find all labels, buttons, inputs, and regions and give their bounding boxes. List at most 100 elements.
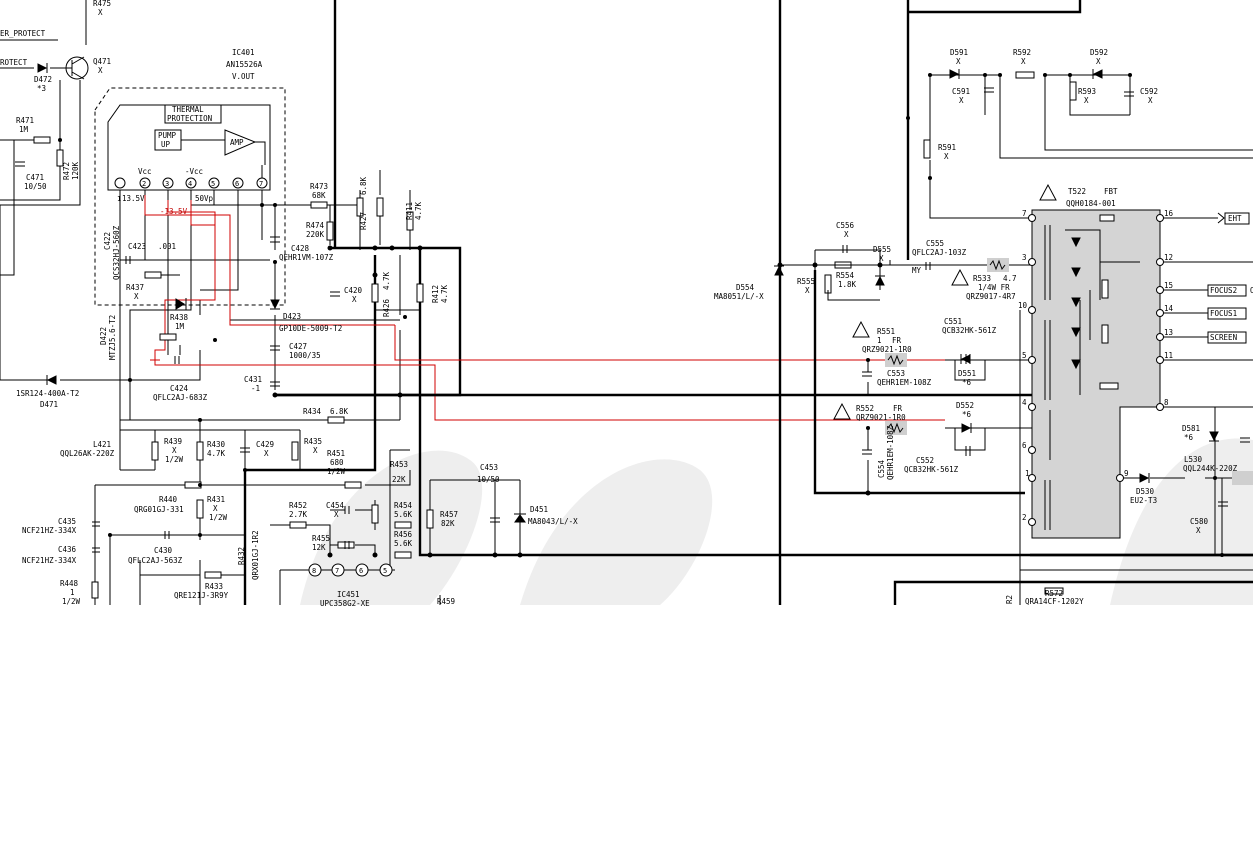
label-d423: D423 xyxy=(283,312,301,321)
label-v135: 13.5V xyxy=(122,194,145,203)
label-r454: R454 xyxy=(394,501,413,510)
label-ic401-func: V.OUT xyxy=(232,72,255,81)
label-r431-v2: 1/2W xyxy=(209,513,228,522)
label-r439-v1: X xyxy=(172,446,177,455)
blank-area xyxy=(0,606,1253,848)
label-t522: T522 xyxy=(1068,187,1086,196)
label-pin-4: 4 xyxy=(1022,398,1027,407)
label-fbt-part: QQH0184-001 xyxy=(1066,199,1116,208)
label-screen: SCREEN xyxy=(1210,333,1237,342)
label-r452-val: 2.7K xyxy=(289,510,308,519)
label-c424-part: QFLC2AJ-683Z xyxy=(153,393,208,402)
label-c580-val: X xyxy=(1196,526,1201,535)
warning-icons xyxy=(833,183,1057,420)
label-pump1: PUMP xyxy=(158,131,177,140)
label-pin-15: 15 xyxy=(1164,281,1173,290)
label-c551: C551 xyxy=(944,317,962,326)
label-pin-11: 11 xyxy=(1164,351,1173,360)
label-c423: C423 xyxy=(128,242,146,251)
label-d423-part: GP10DE-5009-T2 xyxy=(279,324,342,333)
label-r411: R411 xyxy=(405,202,414,220)
label-thermal1: THERMAL xyxy=(172,105,204,114)
label-r451-v2: 1/2W xyxy=(327,467,346,476)
label-r433-part: QRE121J-3R9Y xyxy=(174,591,229,600)
label-c453-val: 10/50 xyxy=(477,475,500,484)
label-d591: D591 xyxy=(950,48,968,57)
label-r439: R439 xyxy=(164,437,182,446)
label-r473: R473 xyxy=(310,182,328,191)
label-r454-val: 5.6K xyxy=(394,510,413,519)
label-r451: R451 xyxy=(327,449,345,458)
label-pin-9: 9 xyxy=(1124,469,1129,478)
label-r473-val: 68K xyxy=(312,191,326,200)
label-r430: R430 xyxy=(207,440,226,449)
label-ic401-part: AN15526A xyxy=(226,60,263,69)
label-c427: C427 xyxy=(289,342,307,351)
label-c556: C556 xyxy=(836,221,855,230)
label-c592-val: X xyxy=(1148,96,1153,105)
label-c435: C435 xyxy=(58,517,76,526)
label-r592: R592 xyxy=(1013,48,1031,57)
label-q471-val: X xyxy=(98,66,103,75)
label-c580: C580 xyxy=(1190,517,1209,526)
label-d422-part: MTZJ5.6-T2 xyxy=(108,315,117,360)
label-c591-val: X xyxy=(959,96,964,105)
label-o-mark: O xyxy=(1250,286,1253,295)
label-r593-val: X xyxy=(1084,96,1089,105)
label-c552: C552 xyxy=(916,456,934,465)
label-c420: C420 xyxy=(344,286,363,295)
label-r533-part: QRZ9017-4R7 xyxy=(966,292,1016,301)
label-c555: C555 xyxy=(926,239,944,248)
label-c471-val: 10/50 xyxy=(24,182,47,191)
label-r591: R591 xyxy=(938,143,956,152)
label-r452: R452 xyxy=(289,501,307,510)
label-c430-part: QFLC2AJ-563Z xyxy=(128,556,183,565)
label-pin-12: 12 xyxy=(1164,253,1173,262)
label-pin-10: 10 xyxy=(1018,301,1028,310)
label-r551-part: QRZ9021-1R0 xyxy=(862,345,912,354)
label-ic-pin4: 4 xyxy=(188,180,192,188)
label-r426: R426 xyxy=(382,298,391,317)
label-c552-part: QCB32HK-561Z xyxy=(904,465,959,474)
label-focus2: FOCUS2 xyxy=(1210,286,1237,295)
label-vm135: -13.5V xyxy=(160,207,188,216)
label-r555-val: X xyxy=(805,286,810,295)
label-r472-val: 120K xyxy=(71,161,80,180)
label-r438: R438 xyxy=(170,313,189,322)
label-c554: C554 xyxy=(877,459,886,478)
label-d555: D555 xyxy=(873,245,891,254)
label-d451: D451 xyxy=(530,505,548,514)
label-c431-val: -1 xyxy=(251,384,260,393)
label-c454: C454 xyxy=(326,501,345,510)
label-r433: R433 xyxy=(205,582,223,591)
label-r448-v2: 1/2W xyxy=(62,597,81,606)
label-d471: D471 xyxy=(40,400,58,409)
label-d591-val: X xyxy=(956,57,961,66)
label-c430: C430 xyxy=(154,546,173,555)
label-pump2: UP xyxy=(161,140,171,149)
label-ic401: IC401 xyxy=(232,48,255,57)
label-pin7: 7 xyxy=(335,567,339,575)
label-c551-part: QCB32HK-561Z xyxy=(942,326,997,335)
label-c428-part: QEHR1VM-107Z xyxy=(279,253,334,262)
label-r431: R431 xyxy=(207,495,225,504)
label-r412: R412 xyxy=(431,285,440,303)
label-pin-14: 14 xyxy=(1164,304,1174,313)
label-d552-val: *6 xyxy=(962,410,972,419)
label-r572-part: QRA14CF-1202Y xyxy=(1025,597,1084,606)
label-r430-val: 4.7K xyxy=(207,449,226,458)
label-r533: R533 xyxy=(973,274,991,283)
watermark xyxy=(300,438,1253,605)
label-r453-val: 22K xyxy=(392,475,406,484)
label-c420-val: X xyxy=(352,295,357,304)
label-r471-val: 1M xyxy=(19,125,29,134)
label-r431-v1: X xyxy=(213,504,218,513)
label-r459: R459 xyxy=(437,597,455,606)
label-er-protect: ER_PROTECT xyxy=(0,29,46,38)
label-c453: C453 xyxy=(480,463,498,472)
label-r432: R432 xyxy=(237,547,246,565)
label-fbt: FBT xyxy=(1104,187,1118,196)
junction-nodes xyxy=(58,73,1224,558)
label-d592: D592 xyxy=(1090,48,1108,57)
label-r474: R474 xyxy=(306,221,325,230)
